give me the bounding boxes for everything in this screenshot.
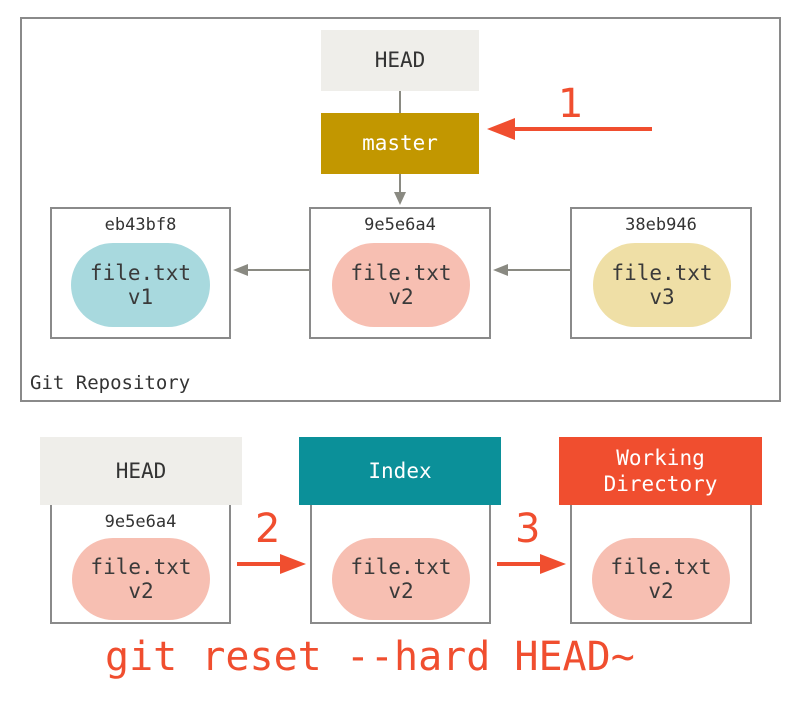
commit-hash: eb43bf8	[104, 215, 177, 235]
head-area-hash: 9e5e6a4	[104, 512, 177, 532]
blob-version: v2	[128, 579, 154, 603]
step-2-number: 2	[255, 506, 281, 552]
step-3-arrow-head	[540, 554, 566, 574]
blob-filename: file.txt	[90, 554, 192, 579]
git-repository-label: Git Repository	[30, 372, 191, 394]
index-area-box: file.txt v2	[310, 503, 491, 624]
step-2-arrow-head	[280, 554, 306, 574]
index-area-title-label: Index	[368, 458, 432, 483]
working-directory-area-title: Working Directory	[559, 437, 762, 505]
blob-version: v2	[388, 579, 414, 603]
index-file-blob: file.txt v2	[332, 538, 470, 620]
step-1-number: 1	[558, 81, 584, 127]
blob-filename: file.txt	[611, 260, 713, 285]
commit-38eb946: 38eb946 file.txt v3	[570, 207, 752, 339]
head-pointer: HEAD	[321, 30, 479, 91]
blob-version: v2	[648, 579, 674, 603]
file-blob-v1: file.txt v1	[71, 243, 210, 327]
master-to-commit-arrowhead	[394, 192, 406, 205]
file-blob-v2: file.txt v2	[332, 243, 470, 327]
commit-9e5e6a4: 9e5e6a4 file.txt v2	[309, 207, 491, 339]
head-area-box: 9e5e6a4 file.txt v2	[50, 503, 231, 624]
blob-filename: file.txt	[350, 554, 452, 579]
blob-version: v2	[388, 285, 414, 309]
commit-hash: 9e5e6a4	[364, 215, 436, 235]
step-3-number: 3	[515, 506, 541, 552]
file-blob-v3: file.txt v3	[593, 243, 731, 327]
master-branch-label: master	[362, 131, 438, 156]
master-branch: master	[321, 113, 479, 174]
git-repository-frame	[20, 17, 781, 402]
blob-filename: file.txt	[610, 554, 712, 579]
blob-version: v1	[127, 285, 154, 309]
working-title-line2: Directory	[603, 472, 718, 496]
index-area-title: Index	[299, 437, 501, 505]
blob-filename: file.txt	[89, 260, 192, 285]
commit-parent-arrow-2-head	[493, 264, 508, 276]
commit-eb43bf8: eb43bf8 file.txt v1	[50, 207, 231, 339]
working-directory-area-box: file.txt v2	[570, 503, 752, 624]
head-pointer-label: HEAD	[374, 48, 426, 73]
head-area-title: HEAD	[40, 437, 242, 505]
working-title-line1: Working	[616, 445, 705, 470]
blob-version: v3	[649, 285, 675, 309]
commit-hash: 38eb946	[625, 215, 697, 235]
head-file-blob: file.txt v2	[72, 538, 210, 620]
head-area-title-label: HEAD	[115, 458, 167, 483]
blob-filename: file.txt	[350, 260, 452, 285]
commit-parent-arrow-1-head	[233, 264, 248, 276]
git-command: git reset --hard HEAD~	[105, 634, 635, 680]
working-file-blob: file.txt v2	[592, 538, 730, 620]
step-1-arrow-head	[487, 118, 515, 140]
